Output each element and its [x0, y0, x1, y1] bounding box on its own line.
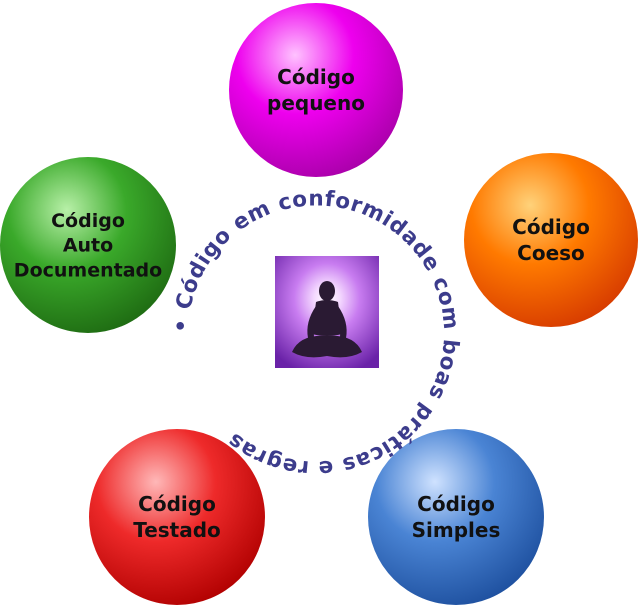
circle-coeso-label-line: Código	[512, 215, 590, 239]
circle-simples-shape	[368, 429, 544, 605]
center-image	[275, 256, 379, 368]
circle-testado-shape	[89, 429, 265, 605]
circle-pequeno-label-line: Código	[277, 65, 355, 89]
circle-pequeno-shape	[229, 3, 403, 177]
circle-simples-label-line: Simples	[412, 518, 501, 542]
circle-testado-label-line: Código	[138, 492, 216, 516]
circle-pequeno-label-line: pequeno	[267, 91, 365, 115]
circle-coeso-shape	[464, 153, 638, 327]
circle-auto-documentado-label-line: Auto	[63, 235, 113, 257]
circle-coeso-label-line: Coeso	[517, 241, 585, 265]
circle-auto-documentado-shape	[0, 157, 176, 333]
circle-simples-label-line: Código	[417, 492, 495, 516]
circles-layer: CódigopequenoCódigoCoesoCódigoSimplesCód…	[0, 3, 638, 605]
circle-testado-label-line: Testado	[133, 518, 221, 542]
meditating-figure-icon	[292, 281, 362, 358]
circle-auto-documentado-label-line: Documentado	[14, 259, 162, 281]
circle-auto-documentado-label-line: Código	[51, 210, 125, 232]
